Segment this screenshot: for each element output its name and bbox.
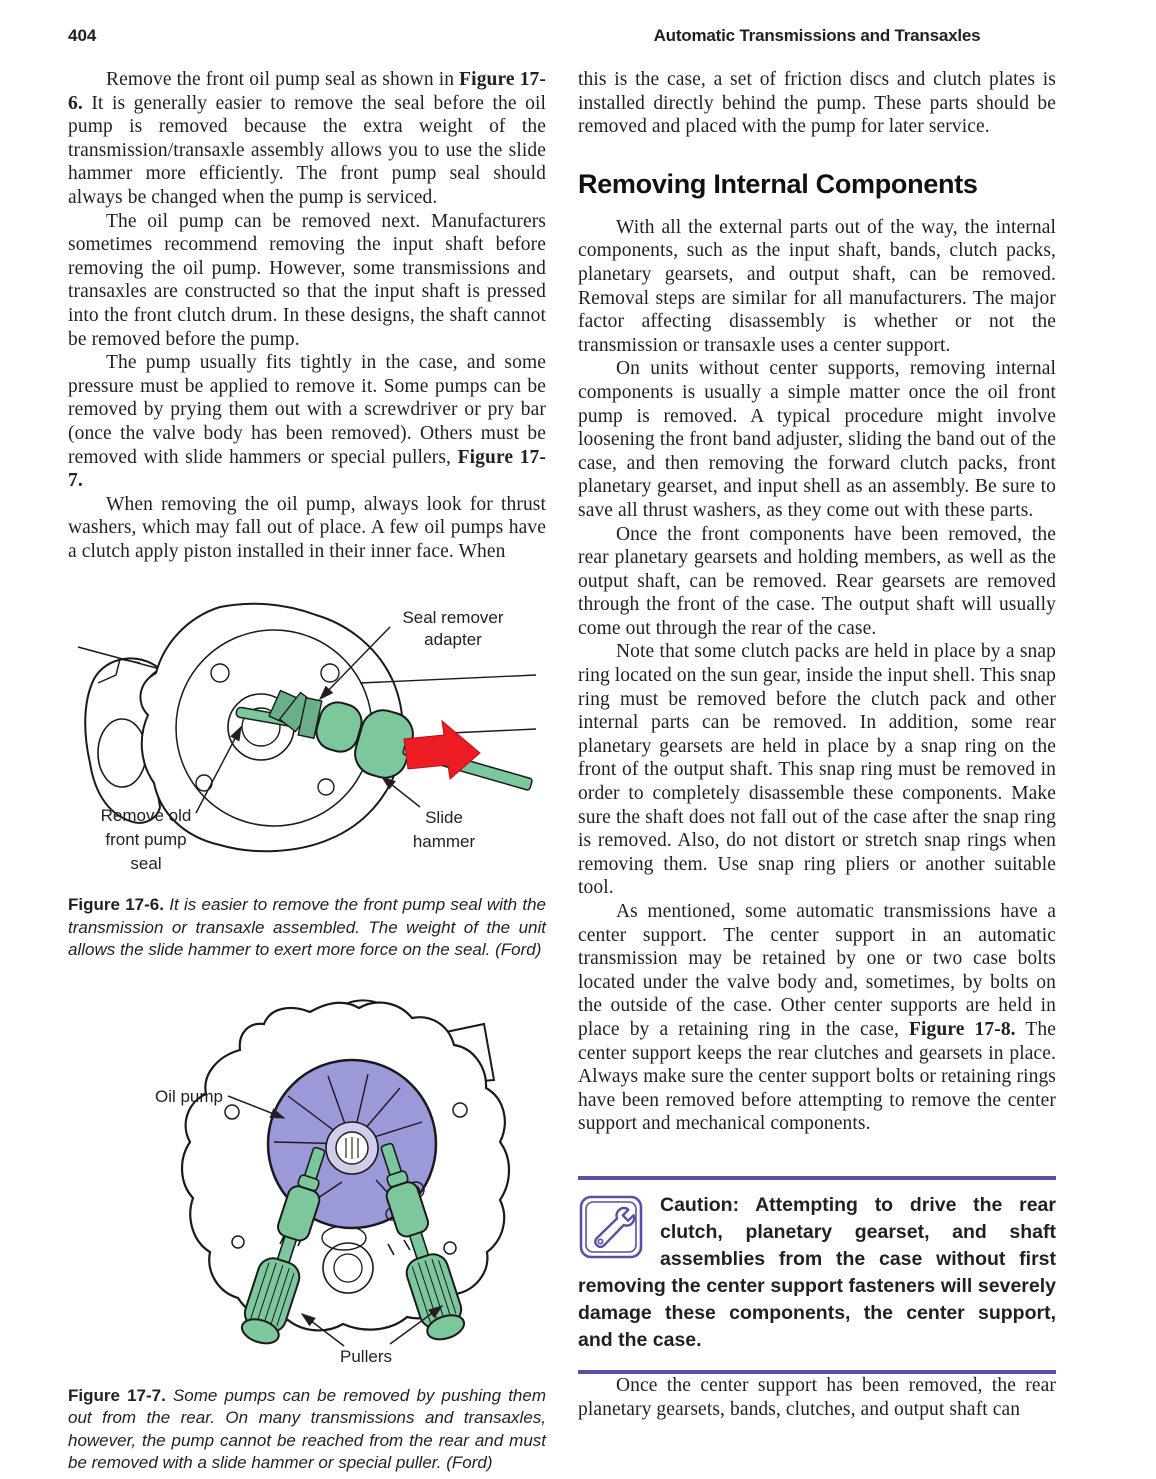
- paragraph: Remove the front oil pump seal as shown …: [68, 68, 546, 210]
- label-pullers: Pullers: [340, 1347, 392, 1366]
- label-remove-old-seal: Remove old: [101, 806, 192, 825]
- caution-box: Caution: Attempting to drive the rear cl…: [578, 1175, 1056, 1374]
- puller-left: [240, 1146, 326, 1345]
- section-heading: Removing Internal Components: [578, 168, 978, 199]
- figure-17-6-illustration: Seal remover adapter Remove old front pu…: [77, 603, 537, 873]
- paragraph-text: The pump usually fits tightly in the cas…: [68, 352, 546, 468]
- page-number: 404: [68, 26, 97, 45]
- paragraph: The oil pump can be removed next. Manufa…: [68, 210, 546, 350]
- figure-17-7-caption: Figure 17-7. Some pumps can be removed b…: [68, 1385, 546, 1475]
- figure-reference: Figure 17-6.: [68, 69, 546, 114]
- bell-housing: [139, 603, 404, 853]
- caption-number: Figure 17-7.: [68, 1385, 166, 1405]
- wrench-icon: [579, 1195, 643, 1259]
- pointer-line: [380, 776, 421, 809]
- pointer-line: [227, 1095, 286, 1119]
- left-column: Remove the front oil pump seal as shown …: [68, 68, 546, 1475]
- label-remove-old-seal: seal: [130, 854, 161, 873]
- pointer-line: [195, 726, 242, 814]
- caption-text: Some pumps can be removed by pushing the…: [68, 1385, 546, 1473]
- running-title: Automatic Transmissions and Transaxles: [653, 26, 981, 45]
- paragraph: Once the center support has been removed…: [578, 1374, 1056, 1420]
- figure-17-7-illustration: Oil pump Pullers: [155, 999, 510, 1366]
- figure-17-6-caption: Figure 17-6. It is easier to remove the …: [68, 894, 546, 962]
- figure-reference: Figure 17-8.: [909, 1018, 1016, 1040]
- pointer-line: [300, 1313, 345, 1347]
- paragraph: The pump usually fits tightly in the cas…: [68, 351, 546, 493]
- paragraph: As mentioned, some automatic transmissio…: [578, 900, 1056, 1136]
- label-remove-old-seal: front pump: [105, 830, 186, 849]
- paragraph-text: The center support keeps the rear clutch…: [578, 1018, 1056, 1135]
- right-column: this is the case, a set of friction disc…: [578, 68, 1056, 1421]
- seal-remover-tool: [235, 674, 537, 792]
- label-seal-remover: Seal remover: [402, 608, 503, 627]
- paragraph: On units without center supports, removi…: [578, 358, 1056, 521]
- caution-text: Caution: Attempting to drive the rear cl…: [578, 1193, 1056, 1351]
- paragraph: Once the front components have been remo…: [578, 523, 1056, 639]
- seal-remover-adapter: [268, 690, 323, 740]
- paragraph-text: It is generally easier to remove the sea…: [68, 92, 546, 208]
- figure-17-7-wrap: Oil pump Pullers: [68, 962, 546, 1375]
- label-slide-hammer: Slide: [425, 808, 463, 827]
- pointer-line: [318, 626, 391, 701]
- paragraph: With all the external parts out of the w…: [578, 216, 1056, 356]
- label-oil-pump: Oil pump: [155, 1087, 223, 1106]
- red-arrow-icon: [403, 720, 481, 781]
- paragraph: Note that some clutch packs are held in …: [578, 641, 1056, 899]
- paragraph: When removing the oil pump, always look …: [68, 493, 546, 562]
- label-seal-remover: adapter: [424, 630, 482, 649]
- pointer-line: [389, 1305, 444, 1345]
- label-slide-hammer: hammer: [413, 832, 476, 851]
- figure-reference: Figure 17-7.: [68, 446, 546, 492]
- caption-text: It is easier to remove the front pump se…: [68, 895, 546, 960]
- paragraph-text: Remove the front oil pump seal as shown …: [106, 69, 460, 90]
- caption-number: Figure 17-6.: [68, 895, 164, 915]
- paragraph: this is the case, a set of friction disc…: [578, 69, 1056, 138]
- paragraph-text: As mentioned, some automatic transmissio…: [578, 901, 1056, 1040]
